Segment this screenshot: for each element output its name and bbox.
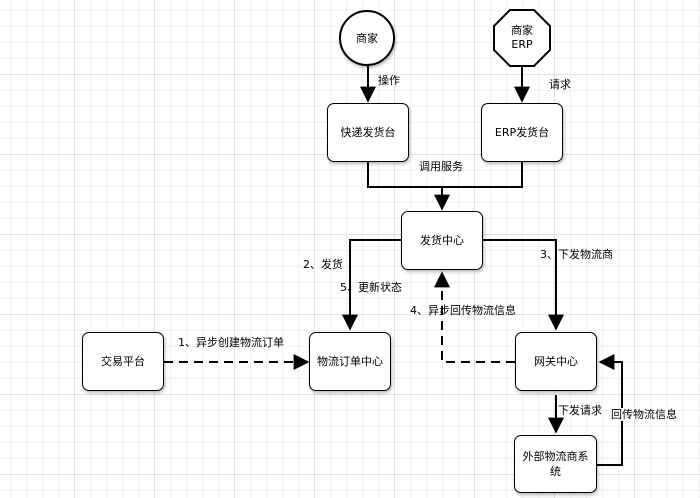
logistics-order-center-node: 物流订单中心 <box>309 332 391 391</box>
edge-label-operate: 操作 <box>378 74 400 87</box>
edge-shipping-to-gateway <box>482 239 564 331</box>
edge-erp-to-shipping <box>442 162 523 188</box>
external-logistics-label-line1: 外部物流商系 <box>522 450 589 463</box>
edge-label-step2-ship: 2、发货 <box>303 258 343 271</box>
logistics-order-center-label: 物流订单中心 <box>317 355 383 368</box>
erp-shipping-platform-label: ERP发货台 <box>494 126 550 139</box>
edge-express-to-shipping <box>367 162 450 211</box>
edge-shipping-to-order-center <box>342 239 401 331</box>
external-logistics-system-node: 外部物流商系 统 <box>514 435 597 493</box>
edge-label-step3-dispatch-carrier: 3、下发物流商 <box>540 248 613 261</box>
merchant-label: 商家 <box>356 32 378 45</box>
merchant-erp-label-line1: 商家 <box>511 24 533 37</box>
trade-platform-node: 交易平台 <box>82 332 164 391</box>
shipping-center-label: 发货中心 <box>420 234 464 247</box>
octagon-shape <box>493 9 551 67</box>
external-logistics-label-line2: 统 <box>550 465 561 478</box>
trade-platform-label: 交易平台 <box>101 355 145 368</box>
edge-label-request: 请求 <box>549 78 571 91</box>
merchant-node: 商家 <box>339 10 395 66</box>
edge-label-step4-async-return: 4、异步回传物流信息 <box>410 304 516 317</box>
edge-label-step5-update-status: 5、更新状态 <box>340 281 402 294</box>
gateway-center-label: 网关中心 <box>534 355 578 368</box>
edge-label-return-logistics-info: 回传物流信息 <box>611 408 677 421</box>
merchant-erp-node: 商家 ERP <box>493 9 551 67</box>
gateway-center-node: 网关中心 <box>515 332 597 391</box>
edge-label-step1-async-create: 1、异步创建物流订单 <box>178 336 284 349</box>
shipping-center-node: 发货中心 <box>401 211 483 270</box>
edge-label-dispatch-request: 下发请求 <box>558 404 602 417</box>
edge-gateway-to-shipping <box>434 271 515 363</box>
express-shipping-platform-node: 快递发货台 <box>327 103 409 162</box>
merchant-erp-label-line2: ERP <box>511 38 533 51</box>
express-shipping-platform-label: 快递发货台 <box>340 126 396 139</box>
edge-label-call-service: 调用服务 <box>419 160 463 173</box>
erp-shipping-platform-node: ERP发货台 <box>481 103 563 162</box>
